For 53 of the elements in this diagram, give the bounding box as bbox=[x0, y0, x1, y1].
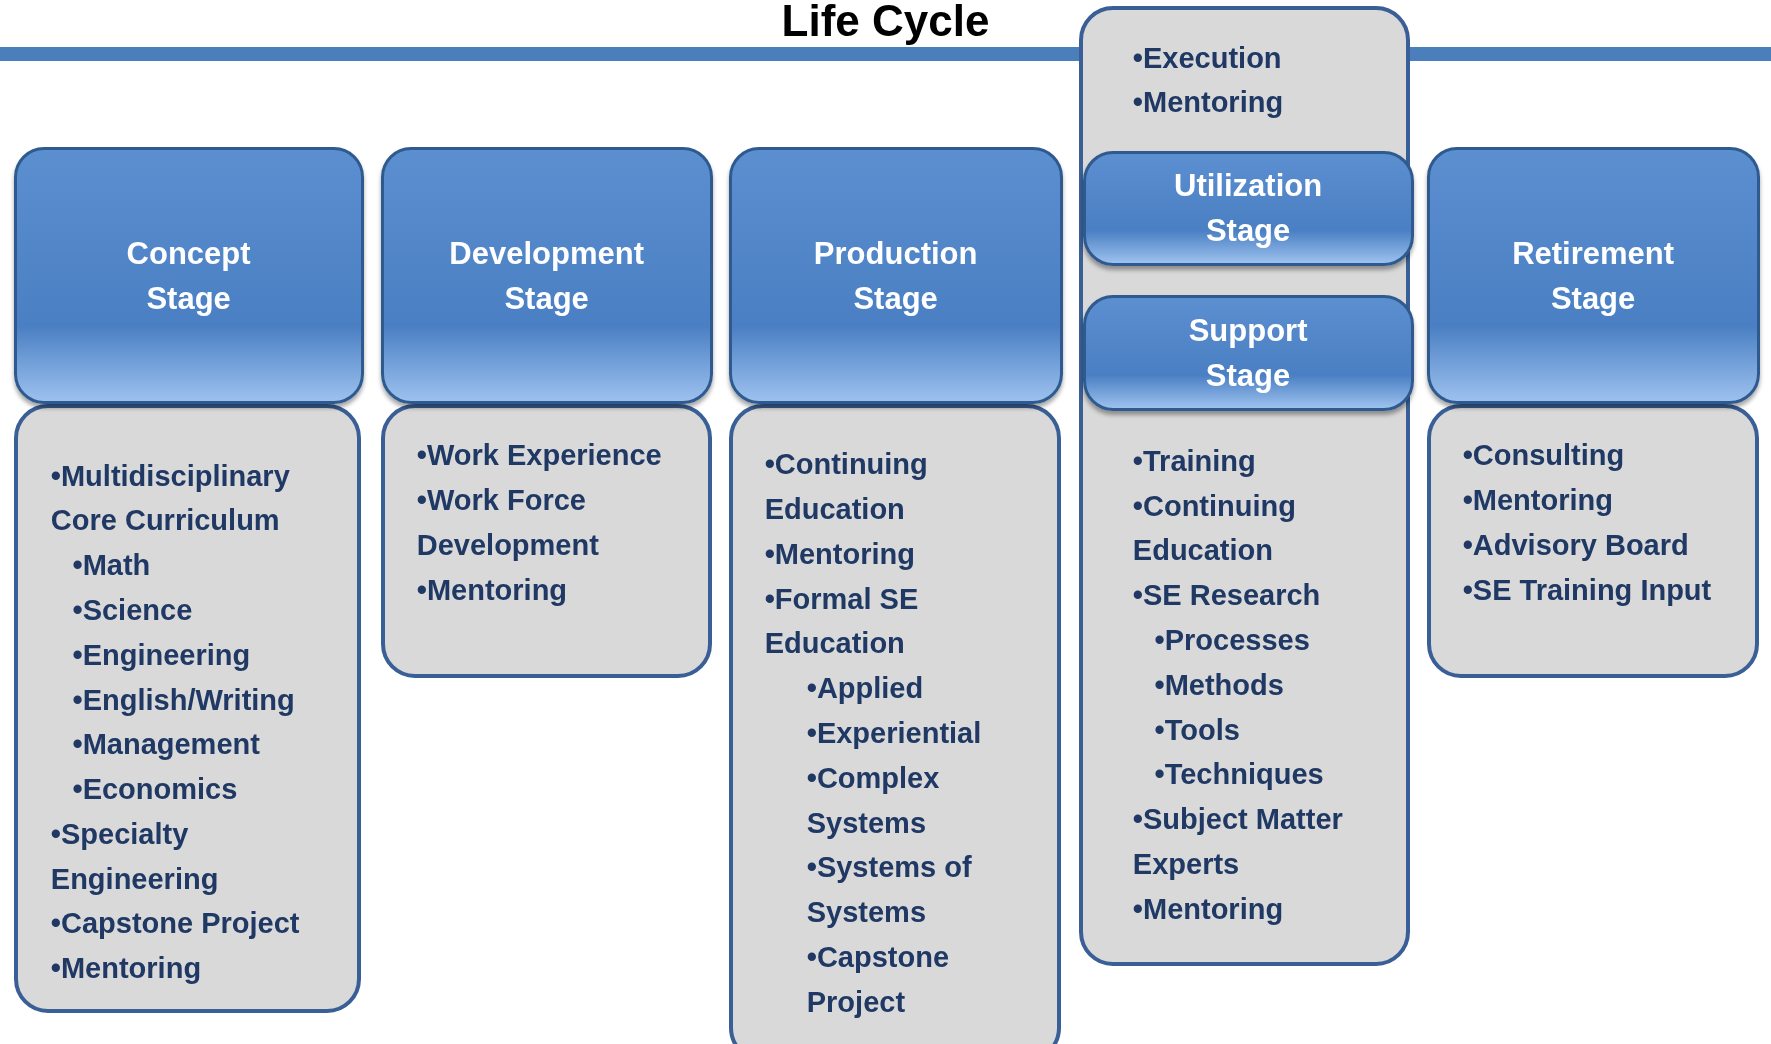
list-item: •Specialty Engineering bbox=[50, 816, 220, 897]
stage-title: Concept Stage bbox=[126, 234, 251, 318]
list-item: •Multidisciplinary Core Curriculum bbox=[50, 458, 291, 539]
list-item: •Mentoring bbox=[50, 951, 203, 987]
list-item: •Formal SE Education bbox=[764, 581, 920, 662]
list-item: •Capstone Project bbox=[50, 906, 301, 942]
stage-title: Retirement Stage bbox=[1512, 234, 1675, 318]
list-item: •Mentoring bbox=[416, 572, 569, 608]
list-item: •Execution bbox=[1132, 40, 1283, 76]
list-item: •Training bbox=[1132, 443, 1257, 479]
stage-header bbox=[728, 146, 1063, 405]
stage-panel bbox=[13, 404, 362, 1014]
stage-header bbox=[13, 146, 364, 405]
stage-title: Support Stage bbox=[1188, 312, 1308, 395]
list-item: •Engineering bbox=[72, 637, 252, 673]
list-item: •Work Experience bbox=[416, 438, 663, 474]
list-item: •Methods bbox=[1154, 667, 1285, 703]
list-item: •Processes bbox=[1154, 623, 1311, 658]
list-item: •Mentoring bbox=[1132, 891, 1285, 927]
stage-title: Utilization Stage bbox=[1174, 167, 1323, 251]
list-item: •English/Writing bbox=[72, 682, 296, 718]
list-item: •Systems of Systems bbox=[806, 850, 973, 931]
stage-title: Production Stage bbox=[813, 234, 978, 318]
list-item: •Mentoring bbox=[764, 536, 916, 572]
list-item: •Tools bbox=[1154, 712, 1241, 748]
list-item: •Management bbox=[72, 727, 261, 763]
stage-header bbox=[1426, 146, 1760, 405]
stage-title: Development Stage bbox=[449, 234, 644, 318]
list-item: •Consulting bbox=[1462, 438, 1626, 474]
stage-panel bbox=[1426, 404, 1759, 678]
list-item: •SE Research bbox=[1132, 578, 1322, 614]
list-item: •Continuing Education bbox=[764, 447, 929, 527]
list-item: •Capstone Project bbox=[806, 940, 950, 1020]
stage-panel bbox=[728, 404, 1061, 1044]
list-item: •Continuing Education bbox=[1132, 488, 1297, 569]
list-item: •Applied bbox=[806, 671, 925, 707]
stage-header bbox=[380, 146, 713, 405]
list-item: •Complex Systems bbox=[806, 760, 941, 841]
list-item: •Techniques bbox=[1154, 757, 1325, 793]
list-item: •Mentoring bbox=[1132, 85, 1285, 121]
list-item: •Math bbox=[72, 548, 152, 584]
list-item: •Work Force Development bbox=[416, 483, 600, 563]
list-item: •Mentoring bbox=[1462, 483, 1614, 518]
list-item: •Experiential bbox=[806, 716, 983, 751]
title: Life Cycle bbox=[780, 0, 991, 46]
list-item: •Subject Matter Experts bbox=[1132, 802, 1344, 882]
list-item: •Advisory Board bbox=[1462, 527, 1690, 563]
stage-header bbox=[1082, 150, 1414, 266]
stage-panel bbox=[380, 404, 712, 678]
list-item: •Economics bbox=[72, 772, 239, 808]
list-item: •SE Training Input bbox=[1462, 572, 1713, 608]
list-item: •Science bbox=[72, 592, 194, 628]
stage-header bbox=[1082, 295, 1414, 411]
